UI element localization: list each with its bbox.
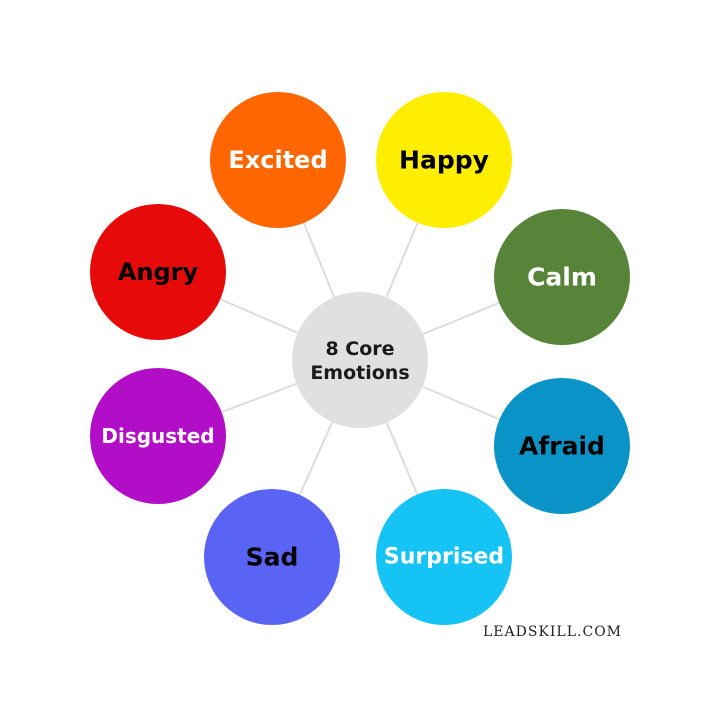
- center-label-line2: Emotions: [310, 362, 409, 384]
- emotion-circle-angry: [90, 204, 226, 340]
- emotion-label-afraid: Afraid: [519, 432, 605, 461]
- emotion-circle-calm: [494, 209, 630, 345]
- emotion-label-excited: Excited: [228, 146, 327, 174]
- connector-surprised: [385, 422, 419, 495]
- center-label-line1: 8 Core: [325, 338, 394, 360]
- emotion-node-afraid: Afraid: [494, 378, 630, 514]
- connector-angry: [219, 298, 299, 334]
- center-circle: [292, 292, 428, 428]
- connectors: [219, 222, 500, 496]
- emotion-label-happy: Happy: [399, 146, 489, 175]
- emotion-circle-afraid: [494, 378, 630, 514]
- connector-happy: [385, 222, 419, 298]
- emotion-node-happy: Happy: [376, 92, 512, 228]
- connector-sad: [298, 421, 334, 496]
- emotion-node-excited: Excited: [210, 92, 346, 228]
- emotion-circle-disgusted: [90, 368, 226, 504]
- brand-watermark: LEADSKILL.COM: [483, 624, 622, 640]
- emotion-label-sad: Sad: [246, 543, 299, 572]
- emotion-circle-surprised: [376, 489, 512, 625]
- emotion-node-sad: Sad: [204, 489, 340, 625]
- connector-afraid: [422, 385, 500, 421]
- connector-disgusted: [221, 383, 297, 413]
- emotion-label-calm: Calm: [527, 263, 597, 292]
- emotion-label-surprised: Surprised: [384, 545, 504, 570]
- connector-excited: [302, 222, 336, 298]
- emotion-node-surprised: Surprised: [376, 489, 512, 625]
- emotion-circle-happy: [376, 92, 512, 228]
- center-node: 8 Core Emotions: [292, 292, 428, 428]
- emotion-label-angry: Angry: [118, 258, 199, 286]
- emotion-circle-excited: [210, 92, 346, 228]
- emotion-node-disgusted: Disgusted: [90, 368, 226, 504]
- emotion-node-angry: Angry: [90, 204, 226, 340]
- emotion-label-disgusted: Disgusted: [101, 424, 214, 448]
- emotion-node-calm: Calm: [494, 209, 630, 345]
- connector-calm: [422, 301, 500, 336]
- emotion-circle-sad: [204, 489, 340, 625]
